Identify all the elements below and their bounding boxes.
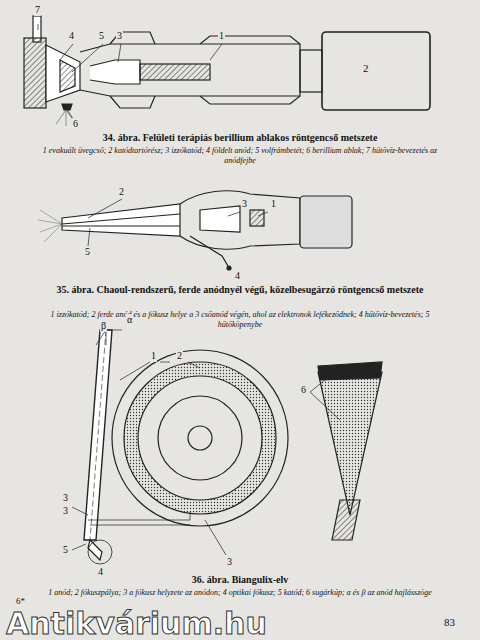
callout-number: 6	[300, 384, 307, 396]
callout-number: 3	[241, 198, 248, 210]
callout-number: 1	[270, 198, 277, 210]
callout-number: 1	[218, 30, 225, 42]
callout-number: 4	[234, 270, 241, 282]
watermark: Antikvárium.hu	[6, 606, 267, 640]
callout-number: 3	[226, 556, 233, 568]
figure-caption: 34. ábra. Felületi terápiás berillium ab…	[40, 132, 440, 144]
callout-number: β	[100, 320, 107, 332]
callout-number: 3	[116, 30, 123, 42]
callout-number: 2	[176, 350, 183, 362]
legend-text: 1 evakuált üvegcső; 2 katódtartórész; 3 …	[40, 146, 440, 165]
figure-caption: 35. ábra. Chaoul-rendszerű, ferde anódny…	[40, 284, 440, 296]
callout-number: 2	[118, 186, 125, 198]
callout-number: 6	[72, 118, 79, 130]
callout-number: 2	[362, 62, 370, 75]
page-number: 6*	[16, 596, 25, 607]
callout-number: α	[126, 314, 133, 326]
callout-number: 5	[98, 30, 105, 42]
callout-number: 7	[34, 4, 41, 16]
legend-text: 1 anód; 2 fókuszpálya; 3 a fókusz helyze…	[40, 588, 440, 598]
page-number: 83	[444, 616, 455, 629]
callout-number: 4	[68, 30, 75, 42]
callout-number: 3	[62, 492, 69, 504]
callout-number: 1	[150, 350, 157, 362]
callout-number: 4	[97, 566, 104, 578]
callout-number: 5	[62, 544, 69, 556]
callout-number: 3	[62, 505, 69, 517]
figure-caption: 36. ábra. Biangulix-elv	[40, 574, 440, 586]
callout-number: 5	[84, 246, 91, 258]
